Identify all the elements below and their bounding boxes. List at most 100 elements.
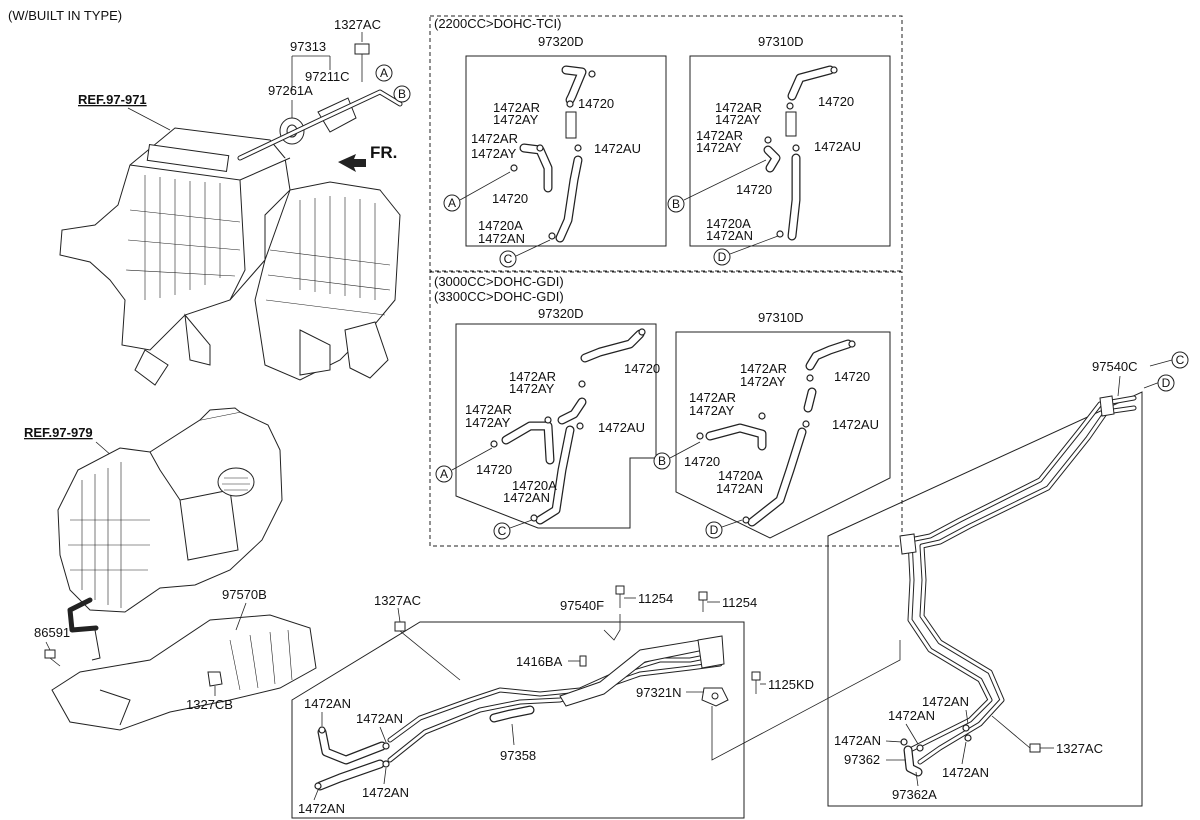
label-97540F[interactable]: 97540F [560, 598, 604, 613]
label-97261A[interactable]: 97261A [268, 83, 313, 98]
gdi-r-hose-mid-in [804, 388, 816, 412]
gdi-l-1472AR[interactable]: 1472AR [509, 369, 556, 384]
tci-l-1472AY-2[interactable]: 1472AY [471, 146, 517, 161]
label-1472AN-r2[interactable]: 1472AN [888, 708, 935, 723]
gdi-l-1472AU[interactable]: 1472AU [598, 420, 645, 435]
label-97211C[interactable]: 97211C [305, 69, 350, 84]
tci-r-lead-d [729, 235, 779, 255]
label-1327CB[interactable]: 1327CB [186, 697, 233, 712]
tci-lead-a [459, 171, 511, 201]
leader-1472AN-r4 [961, 741, 967, 765]
label-1327AC-top[interactable]: 1327AC [334, 17, 381, 32]
tci-r-1472AY[interactable]: 1472AY [715, 112, 761, 127]
tci-l-14720-a[interactable]: 14720 [578, 96, 614, 111]
label-1472AN-bl1[interactable]: 1472AN [304, 696, 351, 711]
tci-97320D-box [465, 55, 667, 247]
gdi-lead-c [509, 519, 533, 529]
gdi-l-1472AY[interactable]: 1472AY [509, 381, 555, 396]
drain-hose [67, 597, 99, 633]
nut-1327CB [207, 671, 223, 687]
gdi-l-14720-a[interactable]: 14720 [624, 361, 660, 376]
label-97362[interactable]: 97362 [844, 752, 880, 767]
gdi-connector-c[interactable] [493, 522, 511, 540]
label-11254-b[interactable]: 11254 [722, 595, 757, 610]
clip-1416BA [579, 655, 587, 667]
gdi-97320D-label[interactable]: 97320D [538, 306, 584, 321]
tci-r-1472AU[interactable]: 1472AU [814, 139, 861, 154]
bolt-1125KD [751, 671, 761, 681]
label-97540C[interactable]: 97540C [1092, 359, 1138, 374]
tci-l-1472AR[interactable]: 1472AR [493, 100, 540, 115]
label-97321N[interactable]: 97321N [636, 685, 682, 700]
tci-l-14720-b[interactable]: 14720 [492, 191, 528, 206]
gdi-connector-b[interactable] [653, 452, 671, 470]
tci-r-1472AR[interactable]: 1472AR [715, 100, 762, 115]
label-11254-a[interactable]: 11254 [638, 591, 673, 606]
gdi-section-box [429, 271, 903, 547]
label-97570B[interactable]: 97570B [222, 587, 267, 602]
gdi-connector-d-label: D [710, 523, 719, 537]
tci-connector-a[interactable] [443, 194, 461, 212]
gdi-l-14720-b[interactable]: 14720 [476, 462, 512, 477]
label-1327AC-right[interactable]: 1327AC [1056, 741, 1103, 756]
gdi-connector-a[interactable] [435, 465, 453, 483]
pipe-fitting-top [1099, 395, 1115, 417]
fr-label: FR. [370, 143, 397, 162]
gdi-r-1472AR[interactable]: 1472AR [740, 361, 787, 376]
label-97362A[interactable]: 97362A [892, 787, 937, 802]
tci-r-14720-a[interactable]: 14720 [818, 94, 854, 109]
connector-b-top[interactable] [393, 85, 411, 103]
tci-connector-d[interactable] [713, 248, 731, 266]
tci-l-1472AY[interactable]: 1472AY [493, 112, 539, 127]
plate-97211C [317, 97, 357, 133]
label-1125KD[interactable]: 1125KD [768, 677, 814, 692]
label-1472AN-r4[interactable]: 1472AN [942, 765, 989, 780]
ref-97-979-label[interactable]: REF.97-979 [24, 425, 93, 440]
gdi-r-1472AU[interactable]: 1472AU [832, 417, 879, 432]
gdi-r-1472AY[interactable]: 1472AY [740, 374, 786, 389]
gdi-r-1472AR-2[interactable]: 1472AR [689, 390, 736, 405]
gdi-l-1472AN[interactable]: 1472AN [503, 490, 550, 505]
gdi-r-hose-upper-in [806, 340, 852, 370]
tci-connector-b[interactable] [667, 195, 685, 213]
tci-r-1472AY-2[interactable]: 1472AY [696, 140, 742, 155]
right-connector-d[interactable] [1157, 374, 1175, 392]
gdi-97310D-label[interactable]: 97310D [758, 310, 804, 325]
tci-r-1472AR-2[interactable]: 1472AR [696, 128, 743, 143]
gdi-r-14720A[interactable]: 14720A [718, 468, 763, 483]
gdi-r-1472AN[interactable]: 1472AN [716, 481, 763, 496]
tci-r-1472AN[interactable]: 1472AN [706, 228, 753, 243]
right-connector-c[interactable] [1171, 351, 1189, 369]
label-97358[interactable]: 97358 [500, 748, 536, 763]
tci-l-1472AN[interactable]: 1472AN [478, 231, 525, 246]
label-86591[interactable]: 86591 [34, 625, 70, 640]
label-1416BA[interactable]: 1416BA [516, 654, 563, 669]
label-1472AN-r3[interactable]: 1472AN [834, 733, 881, 748]
tci-97320D-label[interactable]: 97320D [538, 34, 584, 49]
label-1472AN-bl3[interactable]: 1472AN [298, 801, 345, 816]
screw-86591 [44, 649, 56, 659]
tci-r-14720-b[interactable]: 14720 [736, 182, 772, 197]
tci-connector-c[interactable] [499, 250, 517, 268]
pipe-fitting-mid [899, 533, 917, 555]
label-1472AN-r1[interactable]: 1472AN [922, 694, 969, 709]
tci-l-14720A[interactable]: 14720A [478, 218, 523, 233]
gdi-l-1472AY-2[interactable]: 1472AY [465, 415, 511, 430]
hose-left-upper-in [318, 728, 386, 764]
label-1472AN-bl2[interactable]: 1472AN [356, 711, 403, 726]
gdi-l-1472AR-2[interactable]: 1472AR [465, 402, 512, 417]
tci-r-14720A[interactable]: 14720A [706, 216, 751, 231]
tci-l-1472AR-2[interactable]: 1472AR [471, 131, 518, 146]
label-97313[interactable]: 97313 [290, 39, 326, 54]
label-1472AN-bl4[interactable]: 1472AN [362, 785, 409, 800]
tci-97310D-label[interactable]: 97310D [758, 34, 804, 49]
tci-l-1472AU[interactable]: 1472AU [594, 141, 641, 156]
gdi-l-14720A[interactable]: 14720A [512, 478, 557, 493]
label-1327AC-mid[interactable]: 1327AC [374, 593, 421, 608]
ref-97-971-label[interactable]: REF.97-971 [78, 92, 147, 107]
gdi-connector-d[interactable] [705, 521, 723, 539]
gdi-r-14720-a[interactable]: 14720 [834, 369, 870, 384]
gdi-r-14720-b[interactable]: 14720 [684, 454, 720, 469]
gdi-r-1472AY-2[interactable]: 1472AY [689, 403, 735, 418]
connector-a-top[interactable] [375, 64, 393, 82]
